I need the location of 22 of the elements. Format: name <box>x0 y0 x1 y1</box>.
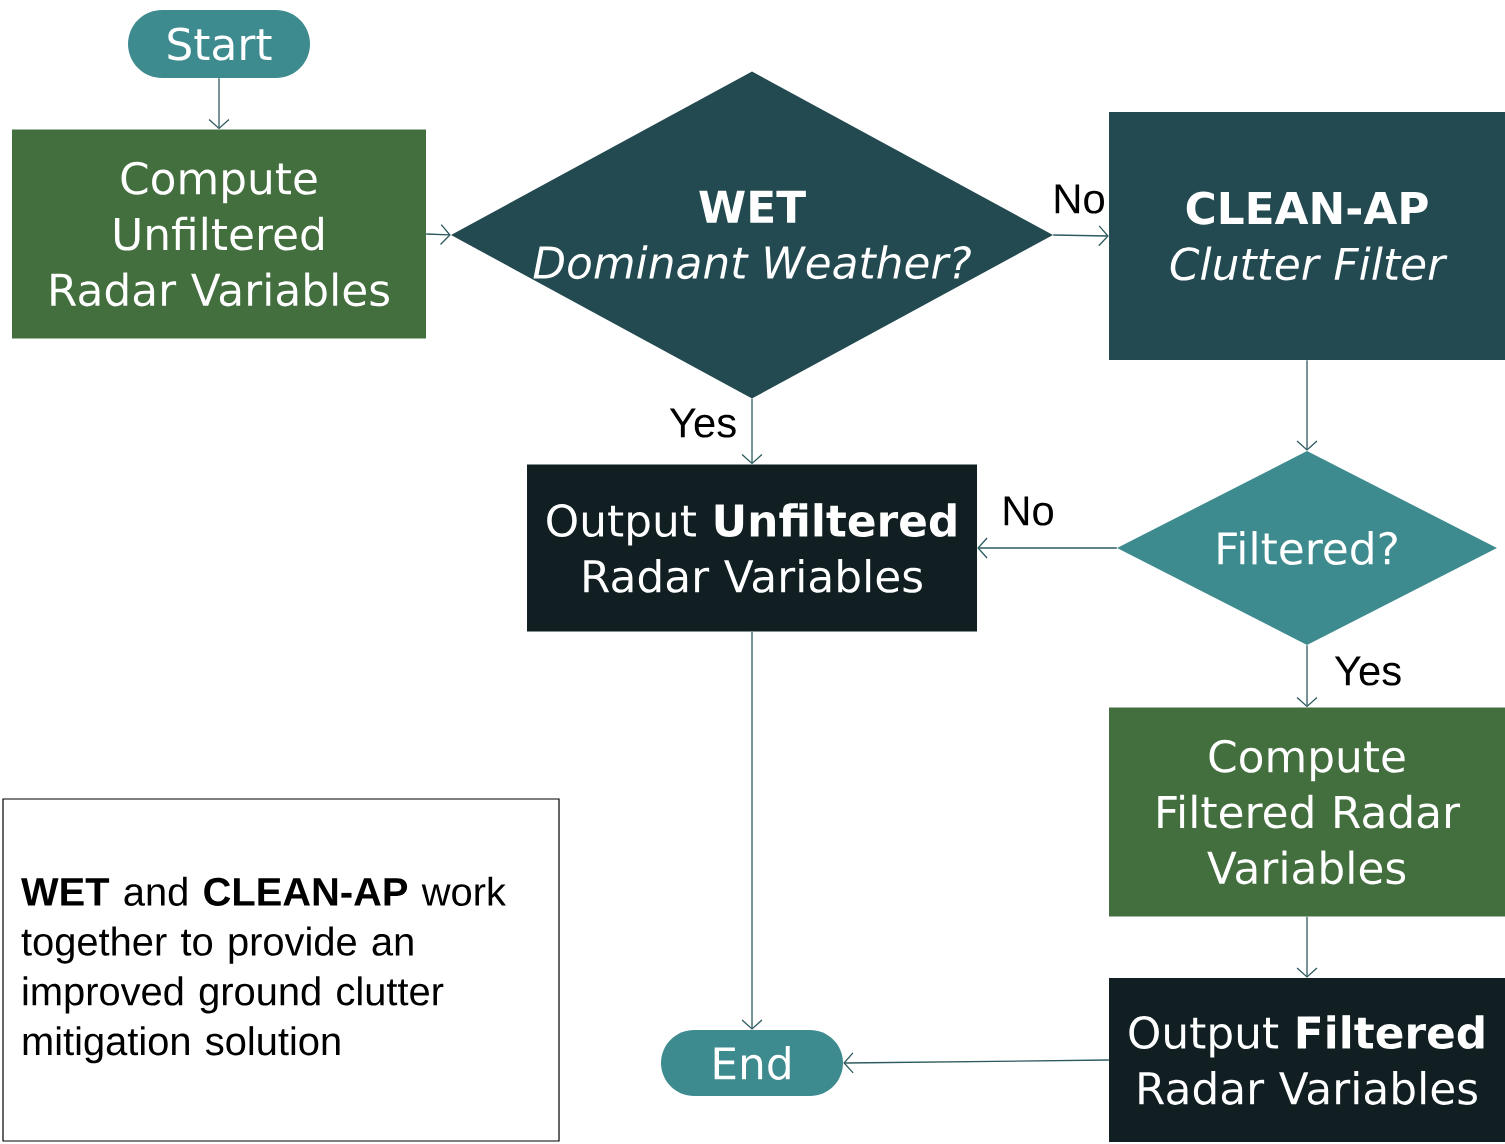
arrow <box>1296 916 1318 978</box>
arrow <box>1296 359 1318 451</box>
edge-label: No <box>1000 495 1056 527</box>
process-box: CLEAN-AP Clutter Filter <box>1109 112 1505 360</box>
arrow <box>977 537 1118 559</box>
output-box: Output Filtered Radar Variables <box>1109 978 1505 1142</box>
arrow <box>1296 644 1318 708</box>
process-box: Compute Filtered Radar Variables <box>1109 707 1505 917</box>
arrow <box>208 77 230 130</box>
note-box: WET and CLEAN-AP work together to provide an improved ground clutter mitigation solution <box>2 798 560 1142</box>
arrow <box>843 1052 1110 1074</box>
edge-label: Yes <box>1332 655 1404 687</box>
arrow <box>741 631 763 1030</box>
output-box: Output Unfiltered Radar Variables <box>527 464 977 632</box>
edge-label: No <box>1051 183 1107 215</box>
start-terminal: Start <box>128 10 310 78</box>
process-box: Compute Unfiltered Radar Variables <box>12 129 426 339</box>
edge-label: Yes <box>667 407 739 439</box>
arrow <box>1052 225 1109 247</box>
arrow <box>425 224 451 246</box>
arrow <box>741 398 763 465</box>
end-terminal: End <box>661 1030 843 1096</box>
